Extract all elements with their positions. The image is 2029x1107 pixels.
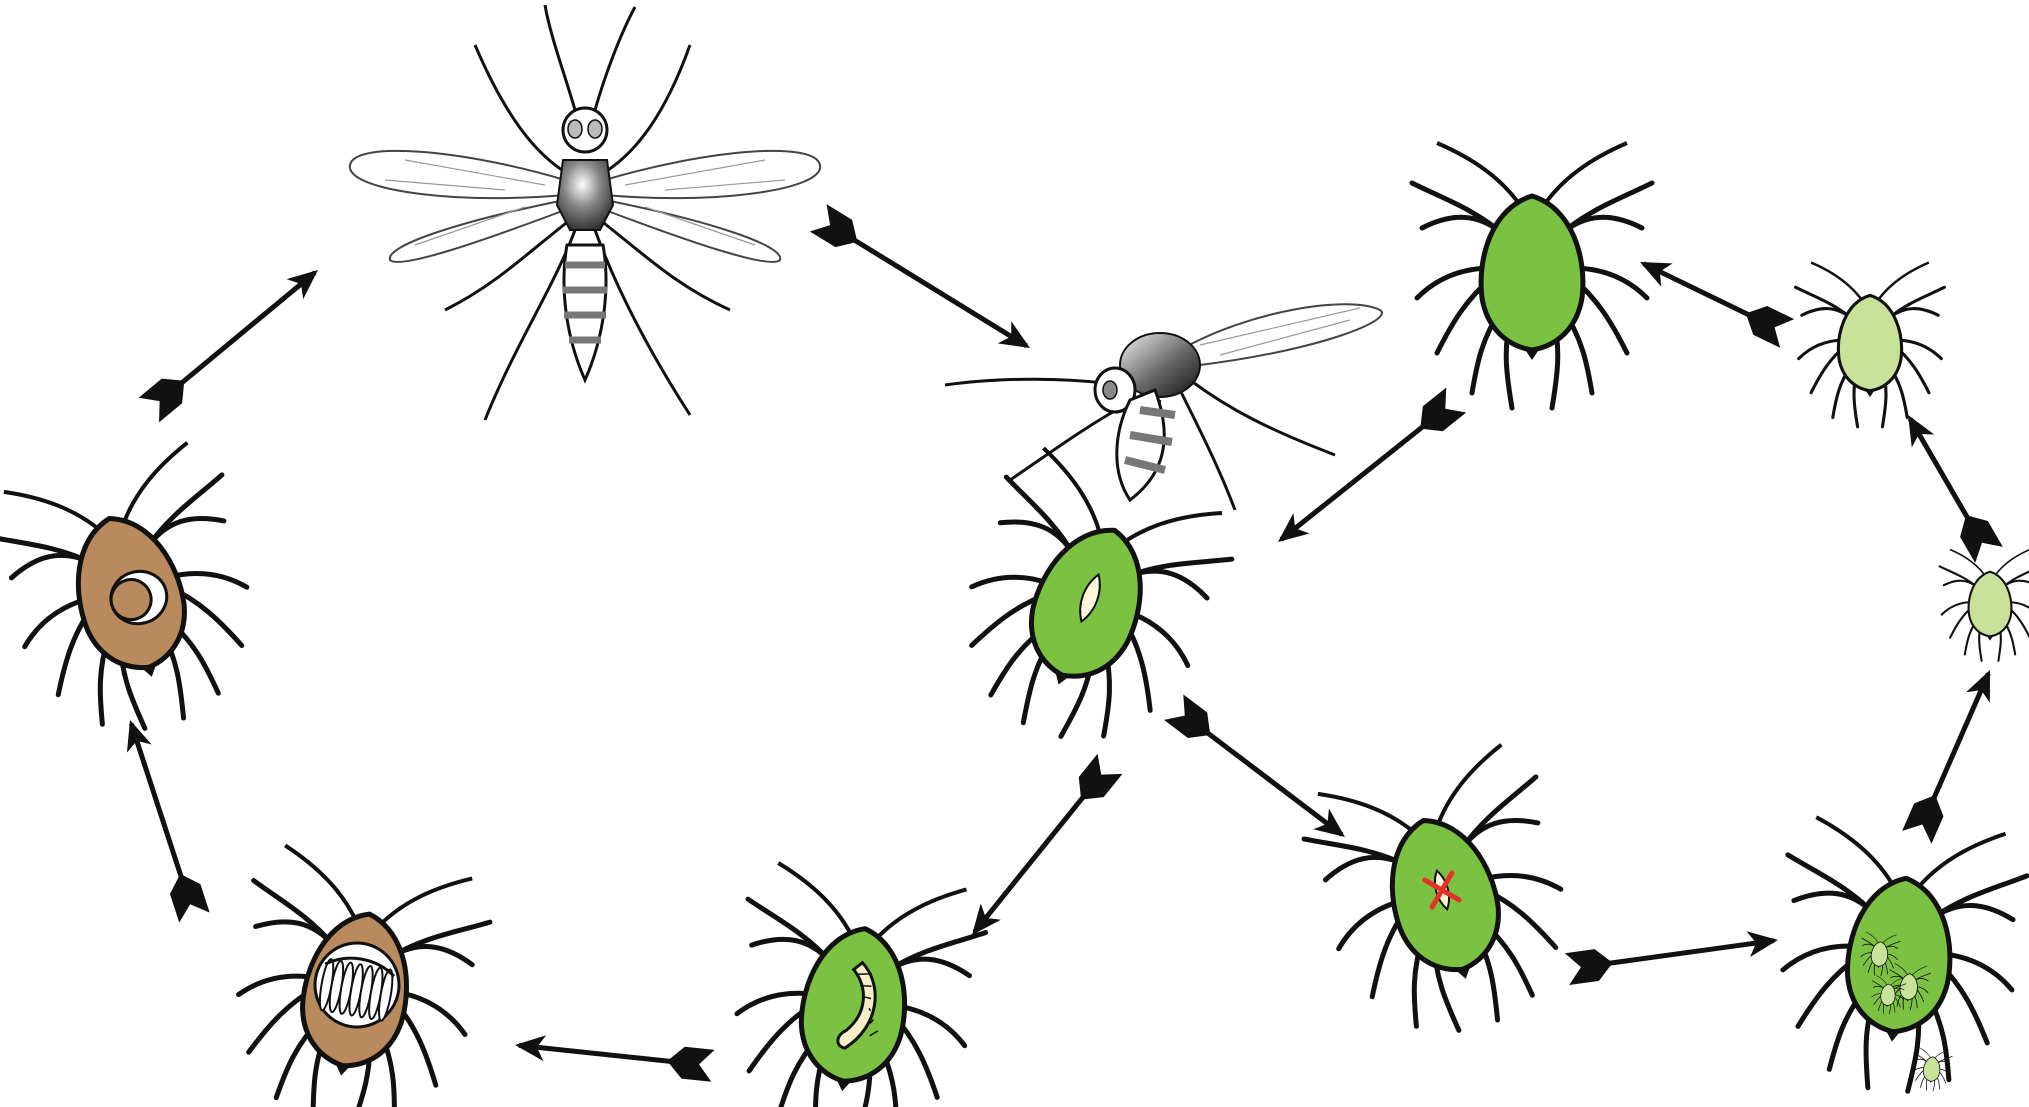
- arrow-adult-aphid-to-oviposition: [1633, 248, 1794, 348]
- mummy-with-pupa-icon: [215, 841, 497, 1107]
- arrow-mummy-with-exit-hole-to-adult-wasp: [139, 258, 329, 423]
- arrow-aphid-reproducing-to-aphid-nymph-small: [1565, 924, 1780, 985]
- parasitoid-wasp-adult-icon: [350, 5, 820, 420]
- arrow-aphid-with-larva-to-mummy-with-pupa: [1164, 694, 1355, 849]
- aphid-with-larva-icon: [717, 860, 992, 1107]
- arrow-parasitized-aphid-with-egg-to-aphid-egg-encapsulated: [513, 1029, 714, 1082]
- mummy-exit-hole-icon: [0, 436, 280, 754]
- arrow-mummy-with-pupa-to-mummy-with-exit-hole: [960, 754, 1123, 945]
- arrow-aphid-nymph-large-to-adult-aphid: [1894, 407, 2003, 563]
- aphid-nymph-large-icon: [1796, 263, 1945, 427]
- adult-aphid-icon: [1412, 143, 1652, 408]
- arrow-parasitized-aphid-with-egg-to-aphid-with-larva: [1268, 388, 1466, 555]
- arrow-aphid-nymph-small-to-aphid-nymph-large: [1902, 664, 2005, 844]
- aphid-with-offspring-icon: [1768, 815, 2029, 1100]
- arrow-adult-wasp-to-oviposition: [810, 204, 1039, 361]
- arrow-aphid-egg-encapsulated-to-aphid-reproducing: [115, 715, 210, 923]
- aphid-nymph-small-icon: [1940, 550, 2029, 661]
- aphid-failed-parasitism-icon: [1294, 738, 1594, 1056]
